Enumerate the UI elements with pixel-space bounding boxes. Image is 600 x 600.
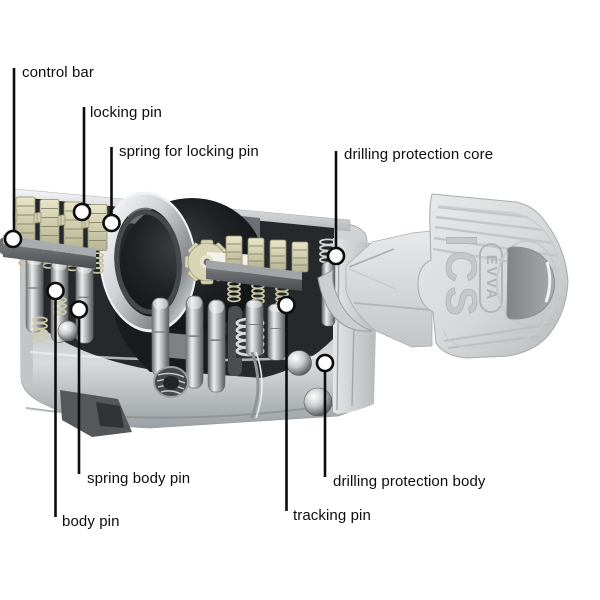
control-bar-right <box>206 260 302 291</box>
label-spring-for-locking-pin: spring for locking pin <box>119 143 259 160</box>
leader-lines <box>12 68 338 517</box>
callout-drilling-protection-body <box>315 353 335 373</box>
label-tracking-pin: tracking pin <box>293 507 371 524</box>
callout-locking-pin <box>72 202 92 222</box>
ball-bearing-tracking <box>286 350 312 376</box>
key: ICS EVVA <box>317 193 569 359</box>
callout-drilling-protection-core <box>326 246 346 266</box>
label-control-bar: control bar <box>22 64 94 81</box>
label-locking-pin: locking pin <box>90 104 162 121</box>
label-spring-body-pin: spring body pin <box>87 470 191 487</box>
label-drilling-protection-core: drilling protection core <box>344 146 494 163</box>
callout-circles <box>3 202 346 373</box>
key-engraving-ics: ICS <box>437 234 486 319</box>
callout-tracking-pin <box>277 295 296 315</box>
ball-bearing-body <box>303 387 333 417</box>
callout-body-pin <box>46 281 65 301</box>
clip-groove <box>250 351 260 419</box>
callout-spring-for-locking-pin <box>102 213 121 233</box>
ball-bearing-left <box>57 320 79 342</box>
key-bow-hole <box>506 246 555 320</box>
callout-control-bar <box>3 229 23 249</box>
screw-hole <box>153 351 263 419</box>
label-drilling-protection-body: drilling protection body <box>333 473 486 490</box>
label-body-pin: body pin <box>62 513 120 530</box>
key-engraving-evva-pill: EVVA <box>479 243 503 313</box>
key-engraving-evva: EVVA <box>483 255 499 301</box>
key-bow: ICS EVVA <box>417 193 569 359</box>
key-blade <box>345 230 433 348</box>
callout-spring-body-pin <box>69 300 89 319</box>
